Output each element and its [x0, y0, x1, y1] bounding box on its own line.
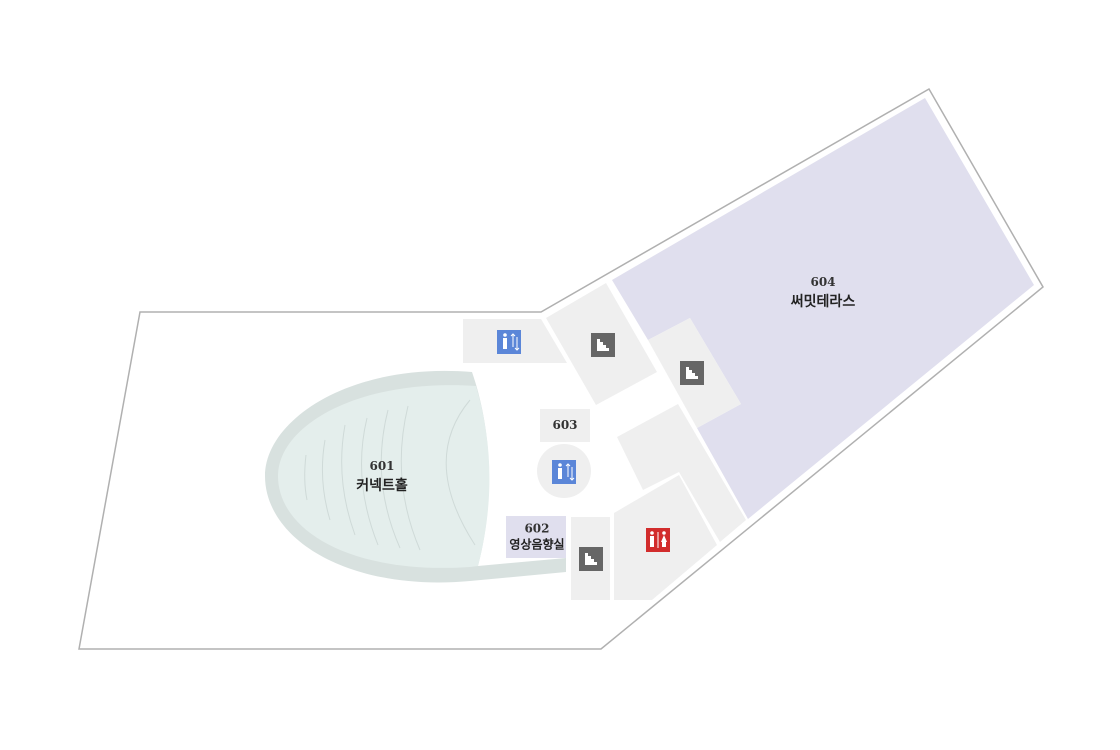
room-603[interactable]: [540, 409, 590, 442]
room-603-label: 603: [552, 418, 577, 432]
elevator-icon[interactable]: [552, 460, 576, 484]
room-name: 써밋테라스: [790, 294, 856, 310]
room-number: 603: [552, 418, 578, 432]
stairs-icon: [680, 361, 704, 385]
room-602-label: 602 영상음향실: [509, 522, 564, 553]
stairs-icon: [579, 547, 603, 571]
room-604[interactable]: [612, 98, 1034, 519]
room-number: 601: [369, 459, 395, 473]
room-602[interactable]: [506, 516, 566, 558]
room-name: 영상음향실: [509, 537, 565, 552]
hall-seating: [278, 385, 490, 568]
elevator-icon[interactable]: [497, 330, 521, 354]
room-601-label: 601 커넥트홀: [356, 459, 408, 495]
stairs-icon: [591, 333, 615, 357]
room-604-label: 604 써밋테라스: [791, 275, 855, 311]
restroom-icon: [646, 528, 670, 552]
room-name: 커넥트홀: [356, 478, 408, 494]
seating-rows: [304, 399, 476, 551]
room-number: 604: [810, 275, 836, 289]
room-number: 602: [524, 521, 550, 536]
service-block: [617, 404, 746, 542]
